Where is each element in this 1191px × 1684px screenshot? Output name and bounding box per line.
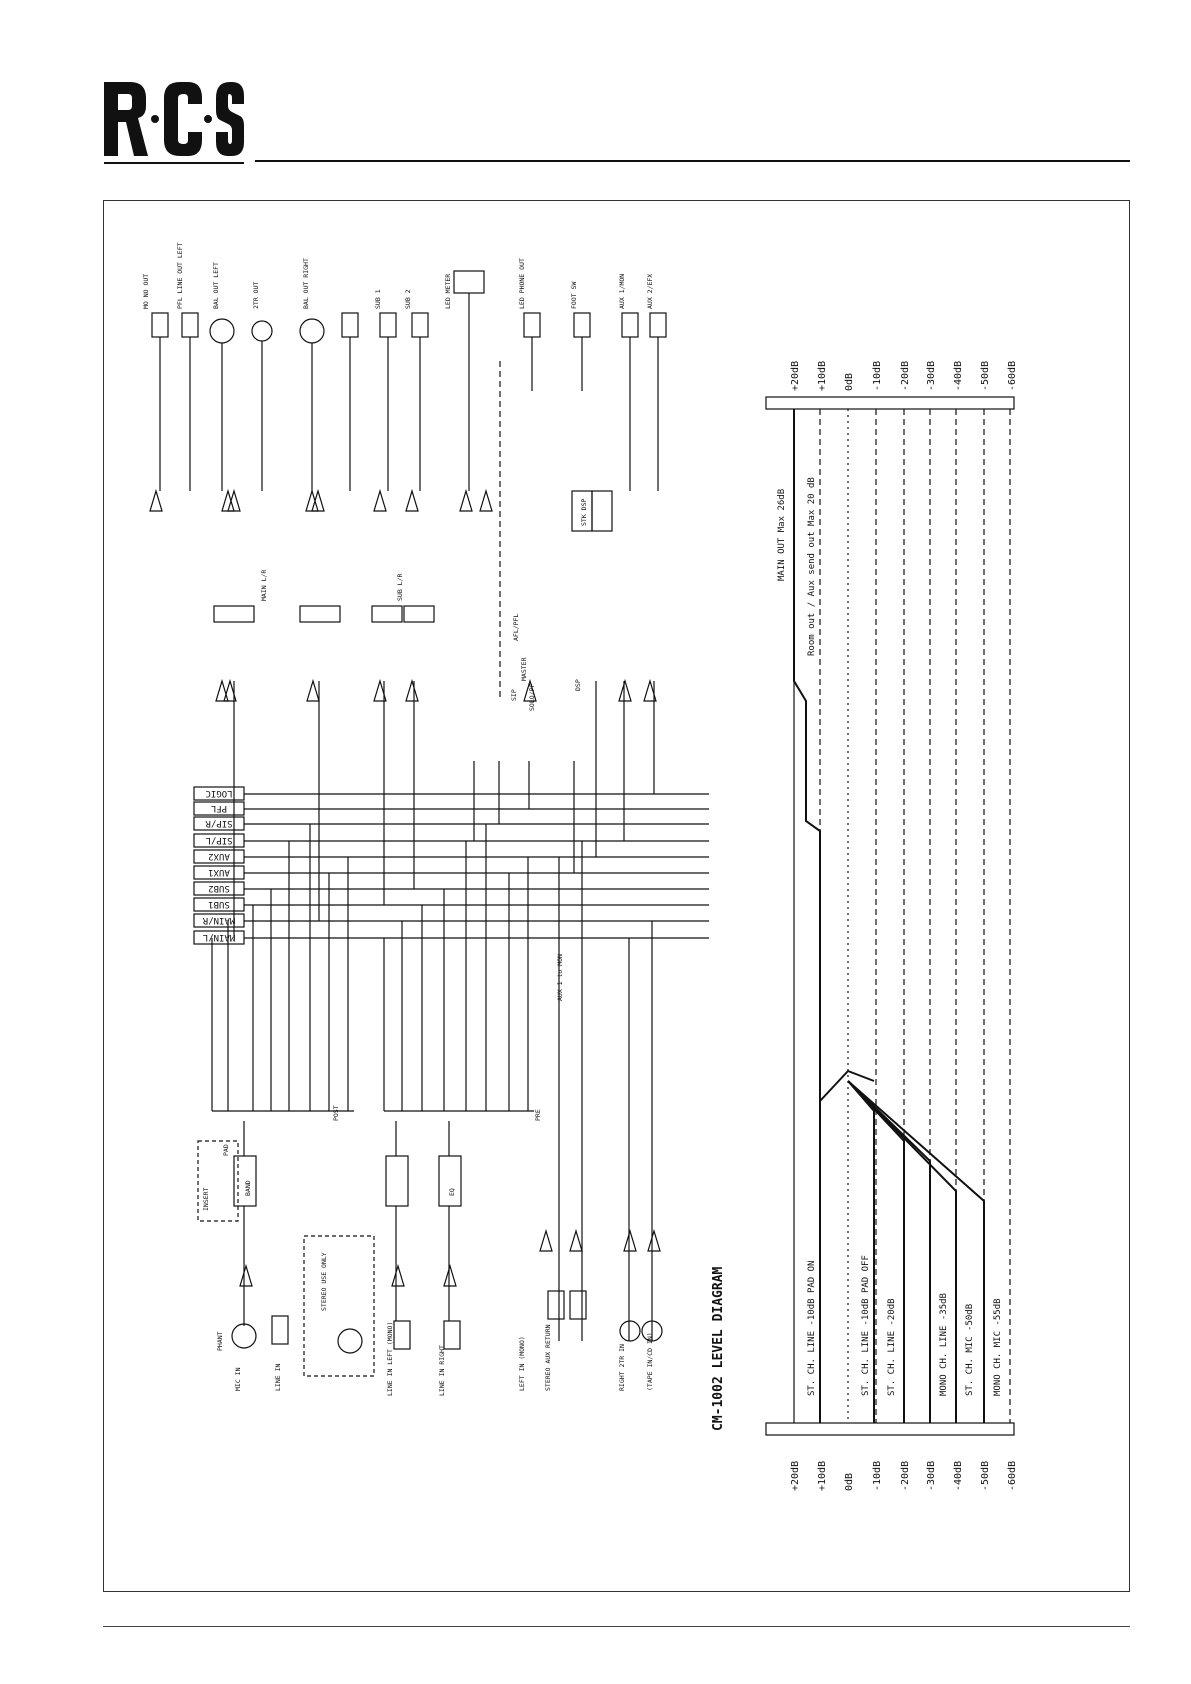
trace-label-5: MONO CH. MIC -55dB bbox=[993, 1298, 1003, 1396]
out-label-mono: MO NO OUT bbox=[142, 274, 150, 309]
label-post: POST bbox=[332, 1105, 340, 1121]
label-phant: PHANT bbox=[216, 1331, 224, 1351]
trace-label-3: MONO CH. LINE -35dB bbox=[939, 1293, 949, 1396]
label-band: BAND bbox=[244, 1180, 252, 1196]
label-afl-pfl: AFL/PFL bbox=[512, 614, 520, 641]
label-aux1-mon: AUX 1 to MON bbox=[556, 954, 564, 1001]
scale-top-0: +20dB bbox=[790, 361, 801, 391]
label-stereo-only: STEREO USE ONLY bbox=[320, 1252, 328, 1311]
scale-top-6: -40dB bbox=[953, 361, 964, 391]
scale-top-7: -50dB bbox=[980, 361, 991, 391]
scale-bottom-6: -40dB bbox=[953, 1461, 964, 1491]
header-rule bbox=[255, 160, 1130, 162]
out-label-bal-right: BAL OUT RIGHT bbox=[302, 258, 310, 309]
annotation-main-out: MAIN OUT Max 26dB bbox=[777, 489, 787, 581]
schematic-frame: LOGIC PFL SIP/R SIP/L AUX2 AUX1 SUB2 SUB… bbox=[103, 200, 1130, 1592]
in-label-line-left: LINE IN LEFT (MONO) bbox=[386, 1322, 394, 1396]
label-master: MASTER bbox=[520, 657, 528, 681]
schematic-svg: LOGIC PFL SIP/R SIP/L AUX2 AUX1 SUB2 SUB… bbox=[142, 242, 1018, 1491]
out-label-phone: LED PHONE OUT bbox=[518, 258, 526, 309]
level-diagram: +20dB +10dB 0dB -10dB -20dB -30dB -40dB … bbox=[711, 361, 1018, 1491]
in-label-right-2tr: RIGHT 2TR IN bbox=[618, 1344, 626, 1391]
scale-bottom-1: +10dB bbox=[817, 1461, 828, 1491]
label-pad: PAD bbox=[222, 1144, 230, 1156]
label-dsp: DSP bbox=[574, 679, 582, 691]
label-pre: PRE bbox=[534, 1109, 542, 1121]
label-main-lr: MAIN L/R bbox=[260, 570, 268, 601]
out-label-aux1: AUX 1/MON bbox=[618, 274, 626, 309]
label-stk-dsp: STK DSP bbox=[580, 499, 588, 526]
scale-bottom-4: -20dB bbox=[900, 1461, 911, 1491]
in-label-left-in: LEFT IN (MONO) bbox=[518, 1336, 526, 1391]
bus-labels: LOGIC PFL SIP/R SIP/L AUX2 AUX1 SUB2 SUB… bbox=[193, 786, 245, 945]
input-labels: MIC IN LINE IN LINE IN LEFT (MONO) LINE … bbox=[234, 1322, 654, 1396]
bus-main-r: MAIN/R bbox=[202, 915, 235, 925]
block-labels: MAIN L/R SUB L/R AFL/PFL STK DSP SOLO/PF… bbox=[202, 499, 588, 1351]
in-label-tape-cd: (TAPE IN/CD IN) bbox=[646, 1332, 654, 1391]
out-label-sub1: SUB 1 bbox=[374, 289, 382, 309]
bus-sub1: SUB1 bbox=[208, 899, 230, 909]
scale-bottom-7: -50dB bbox=[980, 1461, 991, 1491]
trace-label-2: ST. CH. LINE -20dB bbox=[887, 1298, 897, 1396]
level-diagram-title: CM-1002 LEVEL DIAGRAM bbox=[711, 1266, 726, 1431]
rcs-logo bbox=[104, 82, 244, 164]
scale-top-3: -10dB bbox=[872, 361, 883, 391]
label-sip: SIP bbox=[510, 689, 518, 701]
scale-bottom-0: +20dB bbox=[790, 1461, 801, 1491]
scale-bottom-5: -30dB bbox=[926, 1461, 937, 1491]
out-label-led-meter: LED METER bbox=[444, 274, 452, 309]
footer-rule bbox=[103, 1626, 1130, 1627]
out-label-bal-left: BAL OUT LEFT bbox=[212, 262, 220, 309]
trace-label-4: ST. CH. MIC -50dB bbox=[965, 1304, 975, 1396]
in-label-stereo-aux: STEREO AUX RETURN bbox=[544, 1324, 552, 1391]
label-solo-pf: SOLO/PF bbox=[528, 684, 536, 711]
out-label-2tr: 2TR OUT bbox=[252, 282, 260, 309]
scale-top-4: -20dB bbox=[900, 361, 911, 391]
scale-top-1: +10dB bbox=[817, 361, 828, 391]
in-label-mic: MIC IN bbox=[234, 1367, 242, 1391]
out-label-foot-sw: FOOT SW bbox=[570, 282, 578, 309]
scale-top-2: 0dB bbox=[844, 373, 855, 391]
bus-main-l: MAIN/L bbox=[203, 932, 236, 942]
bus-sip-l: SIP/L bbox=[205, 835, 232, 845]
scale-bottom-2: 0dB bbox=[844, 1473, 855, 1491]
bus-aux1: AUX1 bbox=[208, 867, 230, 877]
out-label-aux2: AUX 2/EFX bbox=[646, 274, 654, 309]
annotation-room-out: Room out / Aux send out Max 20 dB bbox=[807, 477, 817, 656]
bus-sub2: SUB2 bbox=[208, 883, 230, 893]
scale-top-8: -60dB bbox=[1007, 361, 1018, 391]
bus-aux2: AUX2 bbox=[208, 851, 230, 861]
scale-bottom-8: -60dB bbox=[1007, 1461, 1018, 1491]
trace-label-0: ST. CH. LINE -10dB PAD ON bbox=[807, 1261, 817, 1396]
trace-label-1: ST. CH. LINE -10dB PAD OFF bbox=[861, 1255, 871, 1396]
scale-bottom-3: -10dB bbox=[872, 1461, 883, 1491]
out-label-sub2: SUB 2 bbox=[404, 289, 412, 309]
scale-top-5: -30dB bbox=[926, 361, 937, 391]
label-insert: INSERT bbox=[202, 1187, 210, 1211]
bus-pfl: PFL bbox=[211, 803, 227, 813]
in-label-line-right: LINE IN RIGHT bbox=[438, 1345, 446, 1396]
bus-sip-r: SIP/R bbox=[205, 818, 233, 828]
output-labels: MO NO OUT PFL LINE OUT LEFT BAL OUT LEFT… bbox=[142, 242, 654, 309]
out-label-pfl-line: PFL LINE OUT LEFT bbox=[176, 242, 184, 309]
label-sub-lr: SUB L/R bbox=[396, 574, 404, 601]
label-eq: EQ bbox=[448, 1188, 456, 1196]
in-label-line: LINE IN bbox=[274, 1364, 282, 1391]
bus-logic: LOGIC bbox=[205, 788, 232, 798]
